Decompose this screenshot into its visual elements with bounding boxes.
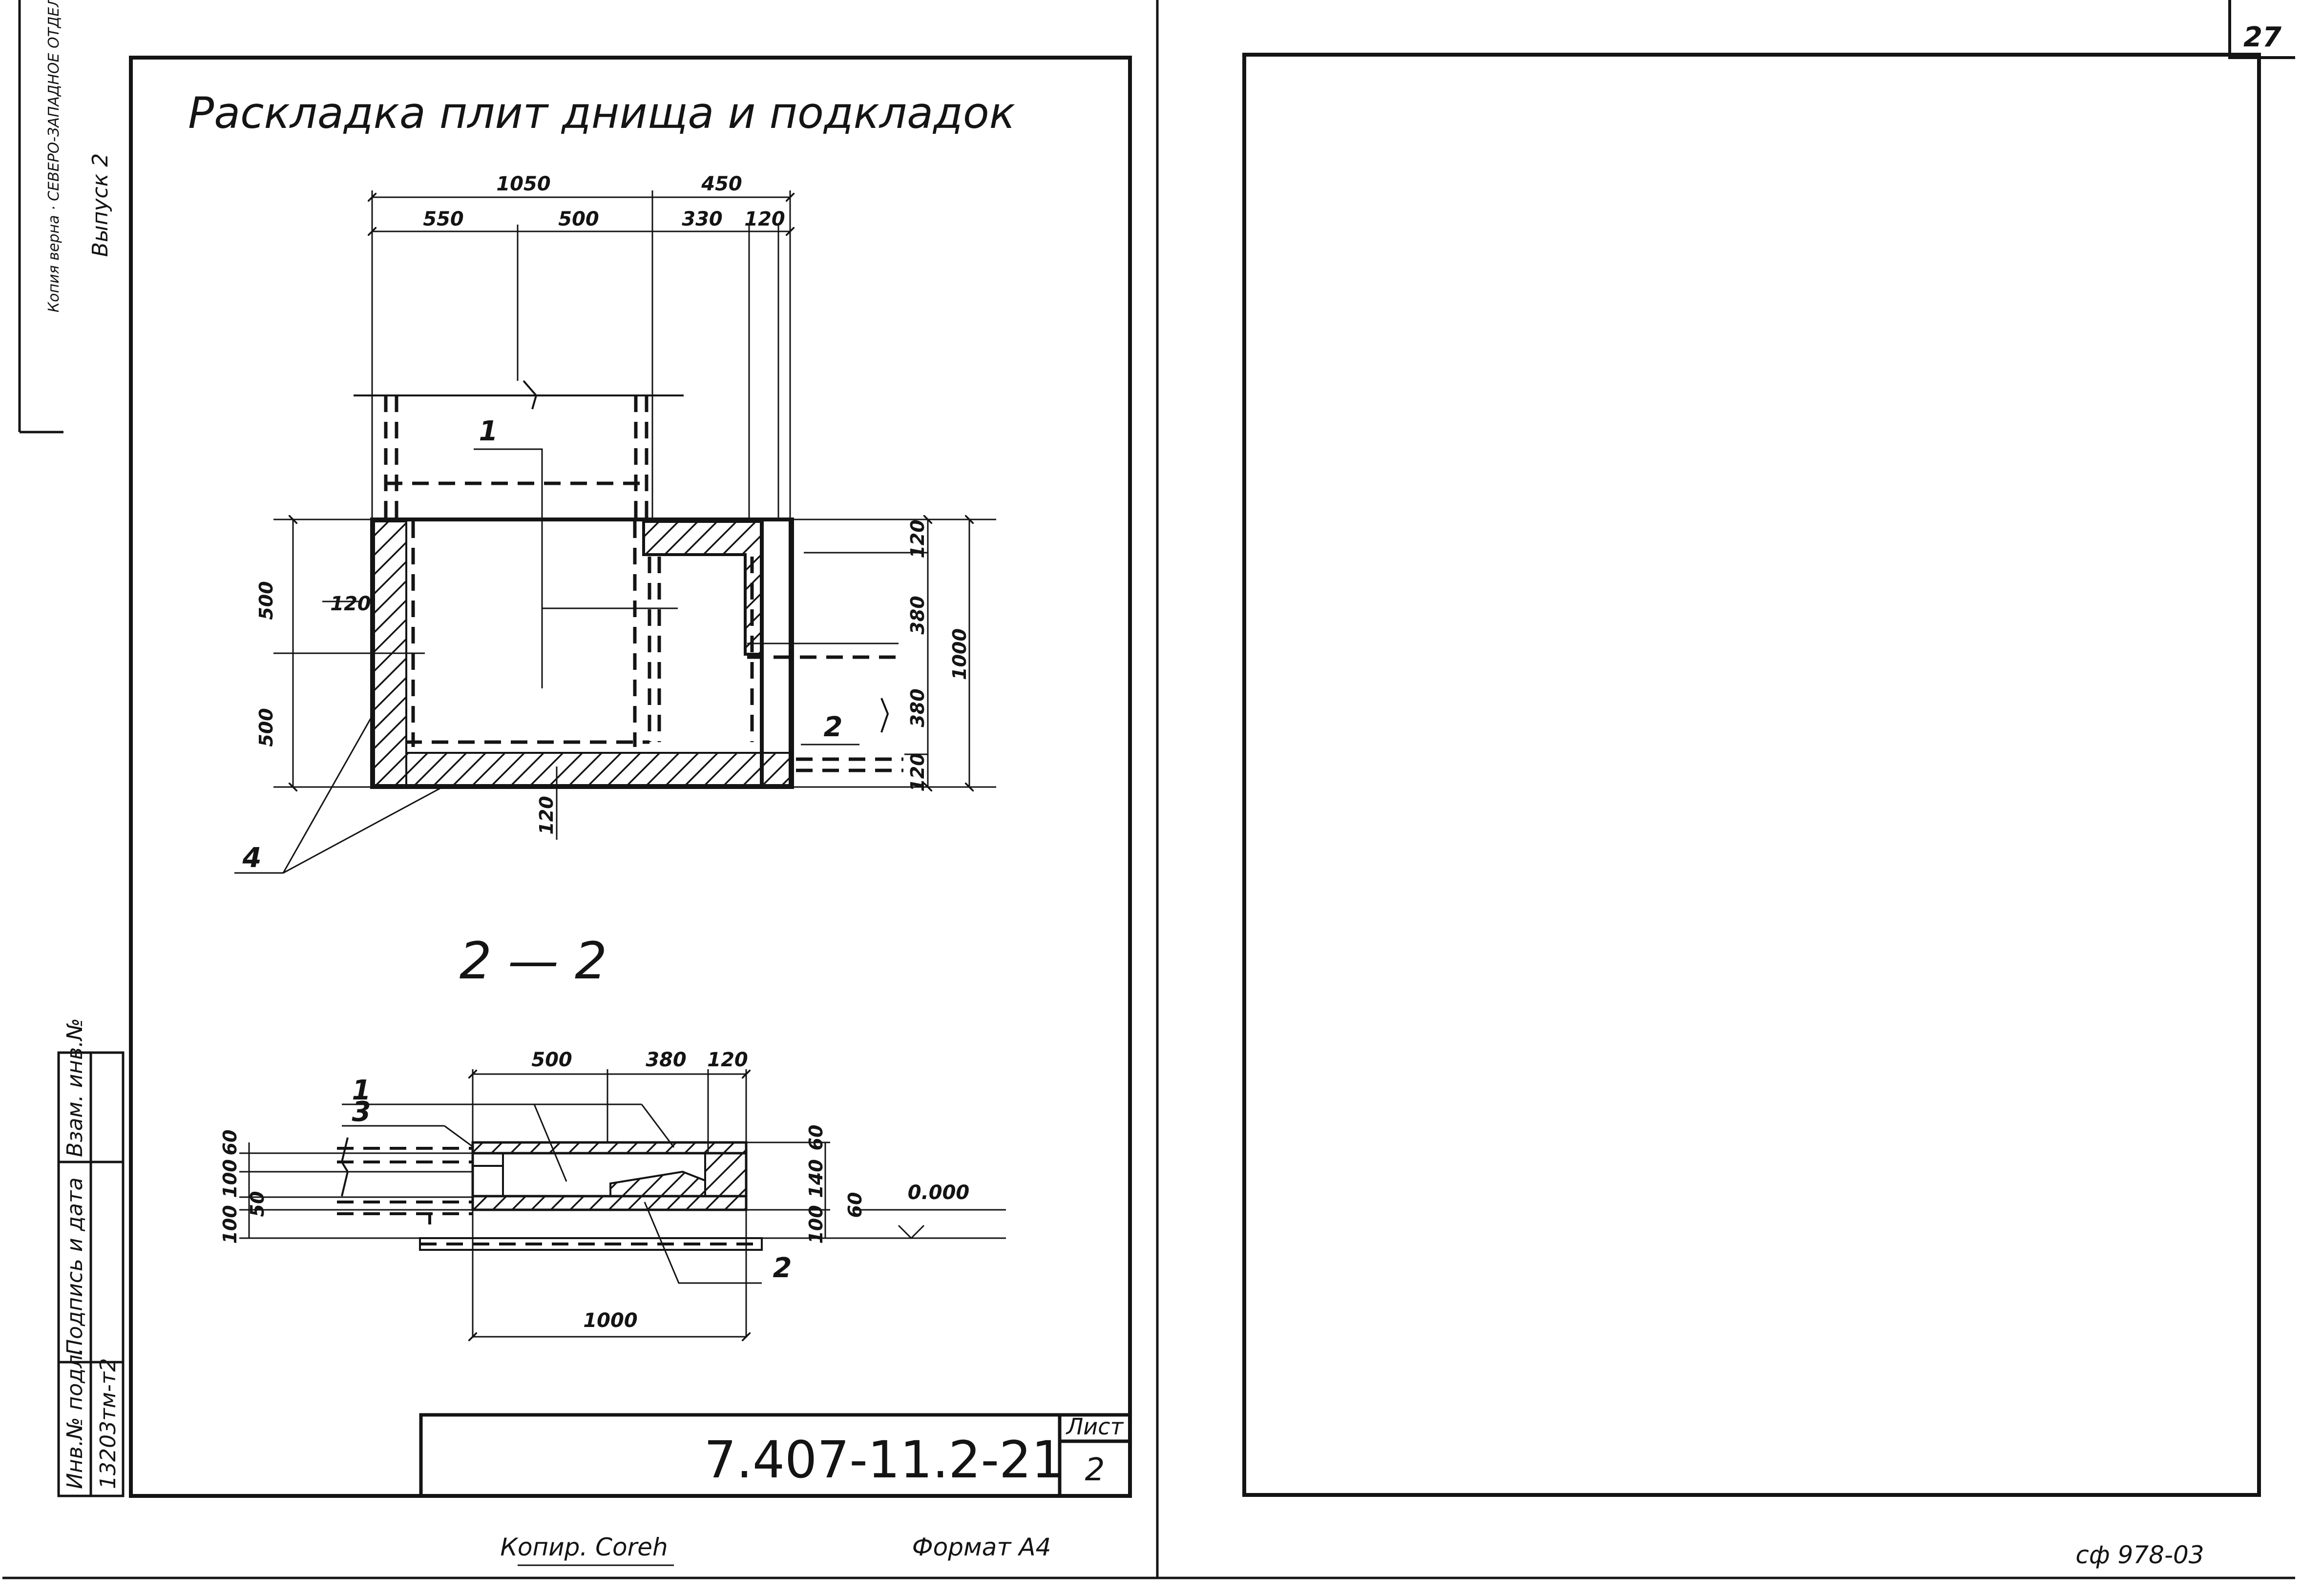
plan-dim-1050: 1050 — [496, 173, 550, 195]
plan-dim-120-top: 120 — [744, 208, 785, 230]
title-block-code: 7.407-11.2-21 — [704, 1430, 1064, 1490]
plan-leader-4: 4 — [242, 842, 262, 874]
plan-dim-120-inner: 120 — [330, 593, 371, 615]
section-leader-3: 3 — [352, 1096, 371, 1128]
section-dim-left-100-top: 100 — [219, 1159, 241, 1198]
plan-dim-550: 550 — [423, 208, 464, 230]
side-stamp-release: Выпуск 2 — [88, 153, 113, 257]
bottom-copied: Копир. Coreh — [500, 1533, 668, 1561]
section-dim-380: 380 — [646, 1049, 687, 1071]
plan-dim-330: 330 — [682, 208, 723, 230]
plan-leader-2: 2 — [824, 711, 843, 743]
page-number: 27 — [2243, 21, 2281, 53]
title-block — [419, 1413, 1132, 1498]
side-stamp-signature-label: Подпись и дата — [63, 1178, 87, 1355]
section-dim-120: 120 — [707, 1049, 748, 1071]
title-block-sheet-number: 2 — [1085, 1452, 1105, 1488]
plan-dim-120-bottom: 120 — [536, 796, 557, 834]
plan-dim-1000: 1000 — [949, 628, 970, 680]
plan-dim-500-lower: 500 — [255, 708, 277, 746]
section-view — [239, 1069, 1006, 1338]
section-dim-1000: 1000 — [583, 1309, 637, 1332]
plan-dim-500: 500 — [558, 208, 599, 230]
section-dim-right-100: 100 — [805, 1205, 827, 1244]
section-leader-1: 1 — [352, 1075, 371, 1106]
side-stamp-inv-label: Инв.№ подл. — [63, 1347, 87, 1489]
plan-dim-right-380-a: 380 — [907, 596, 928, 634]
title-block-sheet-label: Лист — [1066, 1413, 1124, 1440]
section-leader-2: 2 — [773, 1252, 792, 1284]
drawing-title: Раскладка плит днища и подкладок — [188, 88, 1015, 138]
bottom-ref: сф 978-03 — [2075, 1541, 2204, 1569]
side-stamp-scan-text: Копия верна · СЕВЕРО-ЗАПАДНОЕ ОТДЕЛЕНИЕ — [45, 0, 63, 312]
side-stamp-inv-value: 13203тм-т2 — [96, 1358, 121, 1489]
bottom-format: Формат А4 — [912, 1533, 1051, 1561]
section-dim-right-60-mid: 60 — [844, 1192, 866, 1218]
section-dim-left-60: 60 — [219, 1130, 241, 1156]
side-stamp — [18, 0, 125, 1497]
section-dim-right-60-top: 60 — [805, 1125, 827, 1151]
plan-view — [234, 190, 996, 874]
section-dim-left-100-bottom: 100 — [219, 1205, 241, 1244]
plan-dim-right-120-bottom: 120 — [907, 753, 928, 791]
section-title: 2 — 2 — [460, 931, 607, 991]
side-stamp-replace-label: Взам. инв.№ — [63, 1018, 87, 1157]
plan-dim-500-upper: 500 — [255, 581, 277, 620]
section-level-mark: 0.000 — [908, 1181, 970, 1204]
plan-dim-450: 450 — [701, 173, 742, 195]
plan-dim-right-120-top: 120 — [907, 519, 928, 558]
plan-leader-1: 1 — [479, 415, 498, 447]
plan-dim-right-380-b: 380 — [907, 688, 928, 727]
section-dim-500: 500 — [531, 1049, 572, 1071]
section-dim-right-140: 140 — [805, 1159, 827, 1198]
section-dim-left-50: 50 — [247, 1191, 268, 1217]
